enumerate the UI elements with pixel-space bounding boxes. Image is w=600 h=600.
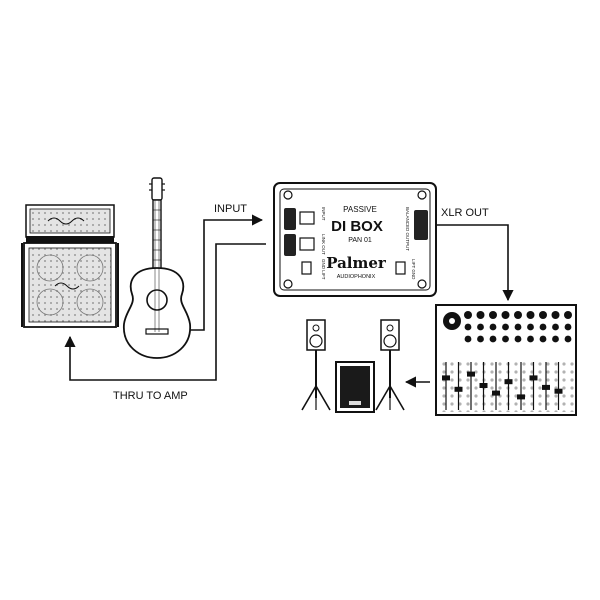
mixer-fader-cap (467, 371, 475, 377)
guitar-amp-stack (21, 204, 119, 328)
mixer-knob (489, 335, 497, 343)
mixer-knob (539, 323, 547, 331)
xlr-out-label: XLR OUT (441, 207, 489, 219)
thru-to-amp-label: THRU TO AMP (113, 390, 188, 402)
mixer-knob (501, 311, 510, 319)
mixer-knob (551, 311, 560, 319)
di-balanced-output-label: BALANCED OUTPUT (405, 207, 410, 251)
mixing-console (435, 304, 577, 416)
mixer-knob (564, 311, 572, 319)
mixer-knob (489, 323, 497, 331)
acoustic-guitar (123, 177, 191, 359)
mixer-fader-cap (504, 379, 513, 385)
mixer-knob (477, 335, 484, 343)
mixer-knob (502, 335, 509, 343)
mixer-knob (539, 311, 547, 319)
di-brand-text: Palmer (326, 254, 387, 272)
di-model-text: PAN 01 (348, 237, 372, 244)
mixer-knob (489, 311, 497, 319)
di-title-text: DI BOX (331, 218, 383, 235)
di-passive-text: PASSIVE (343, 205, 377, 214)
di-input-side-label: INPUT (321, 207, 326, 221)
speaker-left (301, 319, 331, 411)
mixer-knob (514, 323, 522, 331)
mixer-fader-cap (442, 375, 450, 381)
mixer-knob (564, 323, 572, 331)
mixer-knob (464, 323, 472, 331)
mixer-knob (526, 311, 535, 319)
mixer-knob (539, 335, 547, 343)
di-box: PASSIVE DI BOX PAN 01 Palmer AUDIOPHONIX… (273, 182, 437, 297)
subwoofer (335, 361, 375, 413)
di-gnd-side-label: GND LIFT (321, 259, 326, 280)
mixer-knob (464, 311, 472, 319)
mixer-knob (476, 311, 485, 319)
mixer-knob (527, 323, 534, 331)
speaker-right (375, 319, 405, 411)
mixer-fader-cap (454, 386, 463, 392)
mixer-fader-cap (479, 383, 488, 388)
cables (64, 214, 514, 388)
cable-thru-to-amp (64, 243, 266, 381)
input-label: INPUT (214, 203, 247, 215)
mixer-fader-cap (542, 384, 550, 390)
di-link-out-side-label: LINK OUT (321, 234, 326, 255)
mixer-knob (464, 335, 472, 343)
mixer-knob (514, 311, 522, 319)
mixer-fader-cap (529, 375, 538, 381)
mixer-knob (564, 335, 572, 343)
mixer-knob (552, 335, 559, 343)
cable-guitar-to-input (190, 214, 264, 331)
mixer-knob (514, 335, 522, 343)
cable-xlr-out (428, 224, 514, 302)
mixer-knob (527, 335, 534, 343)
di-sub-brand-text: AUDIOPHONIX (337, 274, 376, 280)
mixer-knob (552, 323, 559, 331)
mixer-fader-cap (554, 388, 563, 394)
mixer-knob (477, 323, 484, 331)
mixer-fader-cap (517, 394, 525, 400)
mixer-knob (502, 323, 509, 331)
di-lift-label: LIFT GND (411, 259, 416, 280)
mixer-fader-cap (492, 390, 500, 396)
